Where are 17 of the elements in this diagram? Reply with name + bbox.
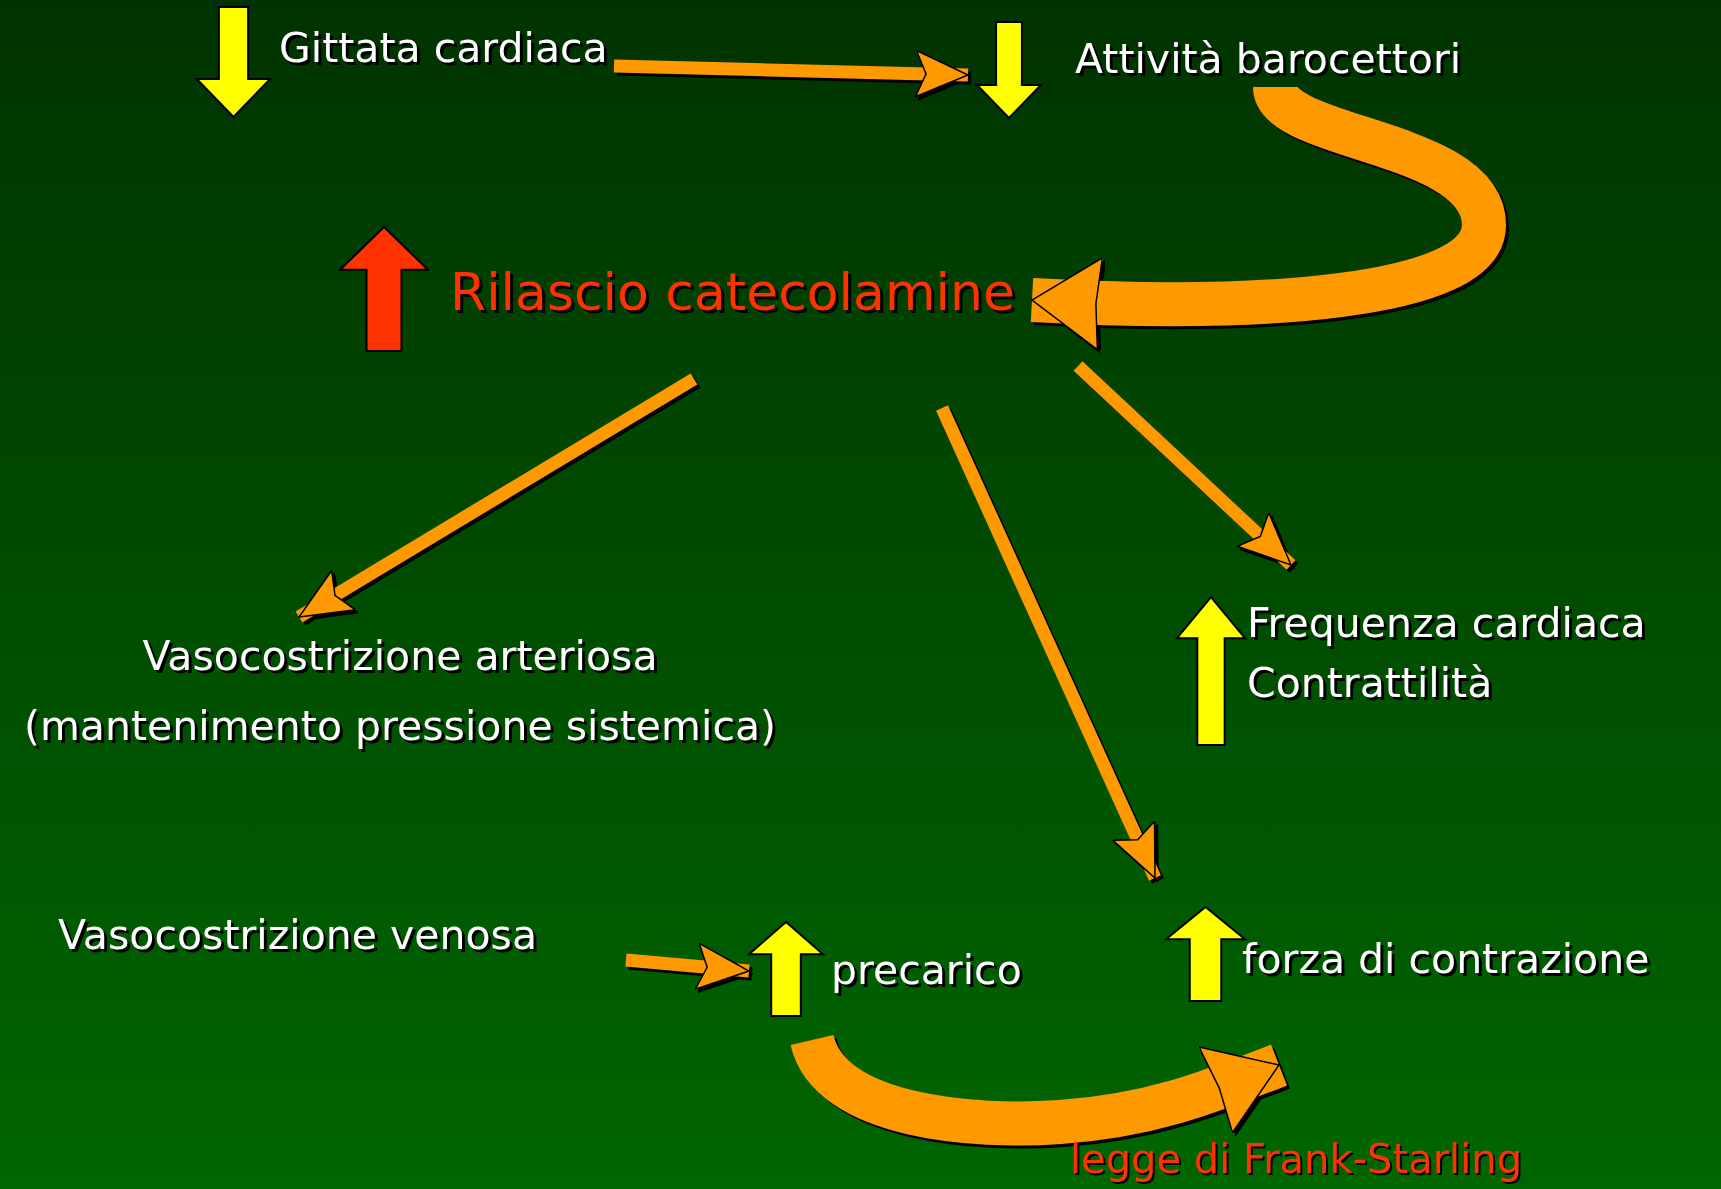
curved-arrow xyxy=(791,1032,1287,1146)
arrow xyxy=(295,373,698,623)
node-label: Vasocostrizione arteriosa xyxy=(141,631,659,682)
arrow xyxy=(625,942,750,991)
node-label: precarico xyxy=(831,945,1022,996)
node-label: forza di contrazione xyxy=(1242,934,1650,985)
arrow xyxy=(936,405,1161,881)
node-label: (mantenimento pressione sistemica) xyxy=(22,701,778,752)
node-label: Vasocostrizione venosa xyxy=(58,910,538,961)
arrow xyxy=(1073,361,1296,570)
node-label: Contrattilità xyxy=(1247,658,1493,709)
node-label: Attività barocettori xyxy=(1075,34,1462,85)
node-label: Gittata cardiaca xyxy=(279,23,608,74)
node-label: Frequenza cardiaca xyxy=(1247,598,1646,649)
node-label: Rilascio catecolamine xyxy=(450,262,1015,322)
edge-label: legge di Frank-Starling xyxy=(1070,1135,1523,1184)
arrow xyxy=(613,49,969,98)
